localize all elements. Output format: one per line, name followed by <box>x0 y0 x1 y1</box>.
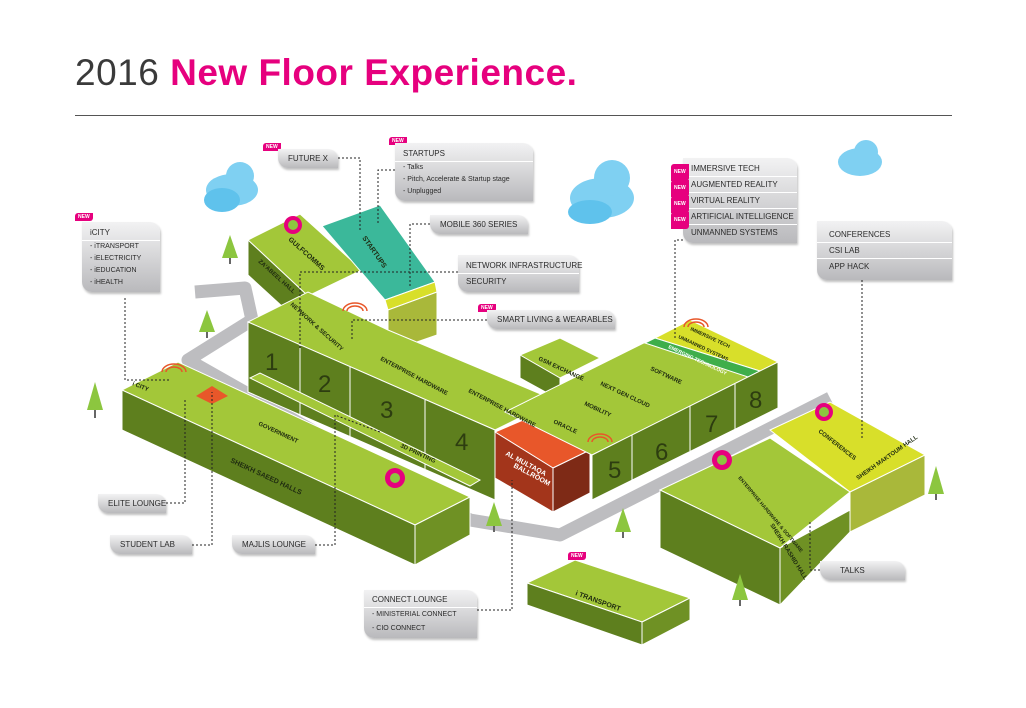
callout-talks: TALKS <box>820 561 905 580</box>
item-label: ARTIFICIAL INTELLIGENCE <box>691 212 794 221</box>
title-year: 2016 <box>75 52 160 93</box>
callout-icity-item: - iTRANSPORT <box>90 243 139 250</box>
hall-number: 1 <box>265 349 278 376</box>
new-badge: NEW <box>263 143 281 151</box>
wifi-icon <box>161 363 187 373</box>
callout-connect-item: - CIO CONNECT <box>372 625 426 632</box>
tree-icon <box>486 502 502 532</box>
callout-startups-title: STARTUPS <box>395 146 533 162</box>
callout-connect-lounge: CONNECT LOUNGE - MINISTERIAL CONNECT - C… <box>364 590 477 638</box>
item-label: VIRTUAL REALITY <box>691 196 760 205</box>
callout-future-x: FUTURE X <box>278 149 338 168</box>
new-badge: NEW <box>478 304 496 312</box>
callout-elite-lounge: ELITE LOUNGE <box>98 494 166 513</box>
hall-number: 4 <box>455 429 468 456</box>
callout-majlis-lounge: MAJLIS LOUNGE <box>232 535 315 554</box>
title-divider <box>75 115 952 116</box>
new-badge: NEW <box>671 164 689 181</box>
halls-row-front <box>247 321 496 501</box>
hall-number: 5 <box>608 457 621 484</box>
item-label: AUGMENTED REALITY <box>691 180 778 189</box>
callout-network: NETWORK INFRASTRUCTURE SECURITY <box>458 255 582 292</box>
location-pin-icon <box>284 216 302 234</box>
hall-number: 3 <box>380 397 393 424</box>
hall-number: 8 <box>749 387 762 414</box>
map-label-icity: i CITY <box>131 381 149 393</box>
location-pin-icon <box>712 450 732 470</box>
new-badge: NEW <box>671 196 689 213</box>
wifi-icon <box>342 302 368 312</box>
hall-number: 6 <box>655 439 668 466</box>
tree-icon <box>928 466 944 500</box>
location-pin-icon <box>385 468 405 488</box>
wifi-icon <box>683 318 709 328</box>
tree-icon <box>732 574 748 606</box>
callout-conferences-item: CSI LAB <box>817 243 952 259</box>
page-title: 2016 New Floor Experience. <box>75 52 577 94</box>
tree-icon <box>615 508 631 538</box>
callout-conferences: CONFERENCES CSI LAB APP HACK <box>817 221 952 280</box>
new-badge: NEW <box>75 213 93 221</box>
callout-connect-title: CONNECT LOUNGE <box>364 592 477 608</box>
hall-number: 7 <box>705 411 718 438</box>
callout-conferences-item: CONFERENCES <box>817 227 952 243</box>
item-label: IMMERSIVE TECH <box>691 164 760 173</box>
new-badge: NEW <box>568 552 586 560</box>
cloud-icon <box>204 162 258 212</box>
callout-icity-title: iCITY <box>82 225 160 241</box>
new-badge: NEW <box>671 180 689 197</box>
tree-icon <box>199 310 215 338</box>
tree-icon <box>87 382 103 418</box>
hall-number: 2 <box>318 371 331 398</box>
callout-icity-item: - iELECTRICITY <box>90 255 142 262</box>
cloud-icon <box>838 140 882 176</box>
callout-student-lab: STUDENT LAB <box>110 535 192 554</box>
road <box>181 281 833 542</box>
callout-network-item: NETWORK INFRASTRUCTURE <box>458 258 582 274</box>
callout-startups-item: - Talks <box>403 164 424 171</box>
leader-lines <box>124 157 863 611</box>
title-headline: New Floor Experience. <box>170 52 578 93</box>
callout-mobile-360: MOBILE 360 SERIES <box>430 215 528 234</box>
callout-connect-item: - MINISTERIAL CONNECT <box>372 611 457 618</box>
new-badge: NEW <box>389 137 407 145</box>
callout-network-item: SECURITY <box>466 277 507 286</box>
callout-startups-item: - Unplugged <box>403 188 442 195</box>
callout-startups: STARTUPS - Talks - Pitch, Accelerate & S… <box>395 143 533 201</box>
callout-immersive-item: UNMANNED SYSTEMS <box>691 228 778 237</box>
callout-icity: iCITY - iTRANSPORT - iELECTRICITY - iEDU… <box>82 222 160 292</box>
callout-conferences-item: APP HACK <box>829 262 870 271</box>
callout-smart-living: SMART LIVING & WEARABLES <box>487 310 615 329</box>
callout-startups-item: - Pitch, Accelerate & Startup stage <box>403 176 510 183</box>
cloud-icon <box>568 160 634 224</box>
callout-icity-item: - iEDUCATION <box>90 267 137 274</box>
new-badge: NEW <box>671 212 689 229</box>
location-pin-icon <box>815 403 833 421</box>
callout-icity-item: - iHEALTH <box>90 279 123 286</box>
tree-icon <box>222 235 238 264</box>
wifi-icon <box>587 433 613 443</box>
